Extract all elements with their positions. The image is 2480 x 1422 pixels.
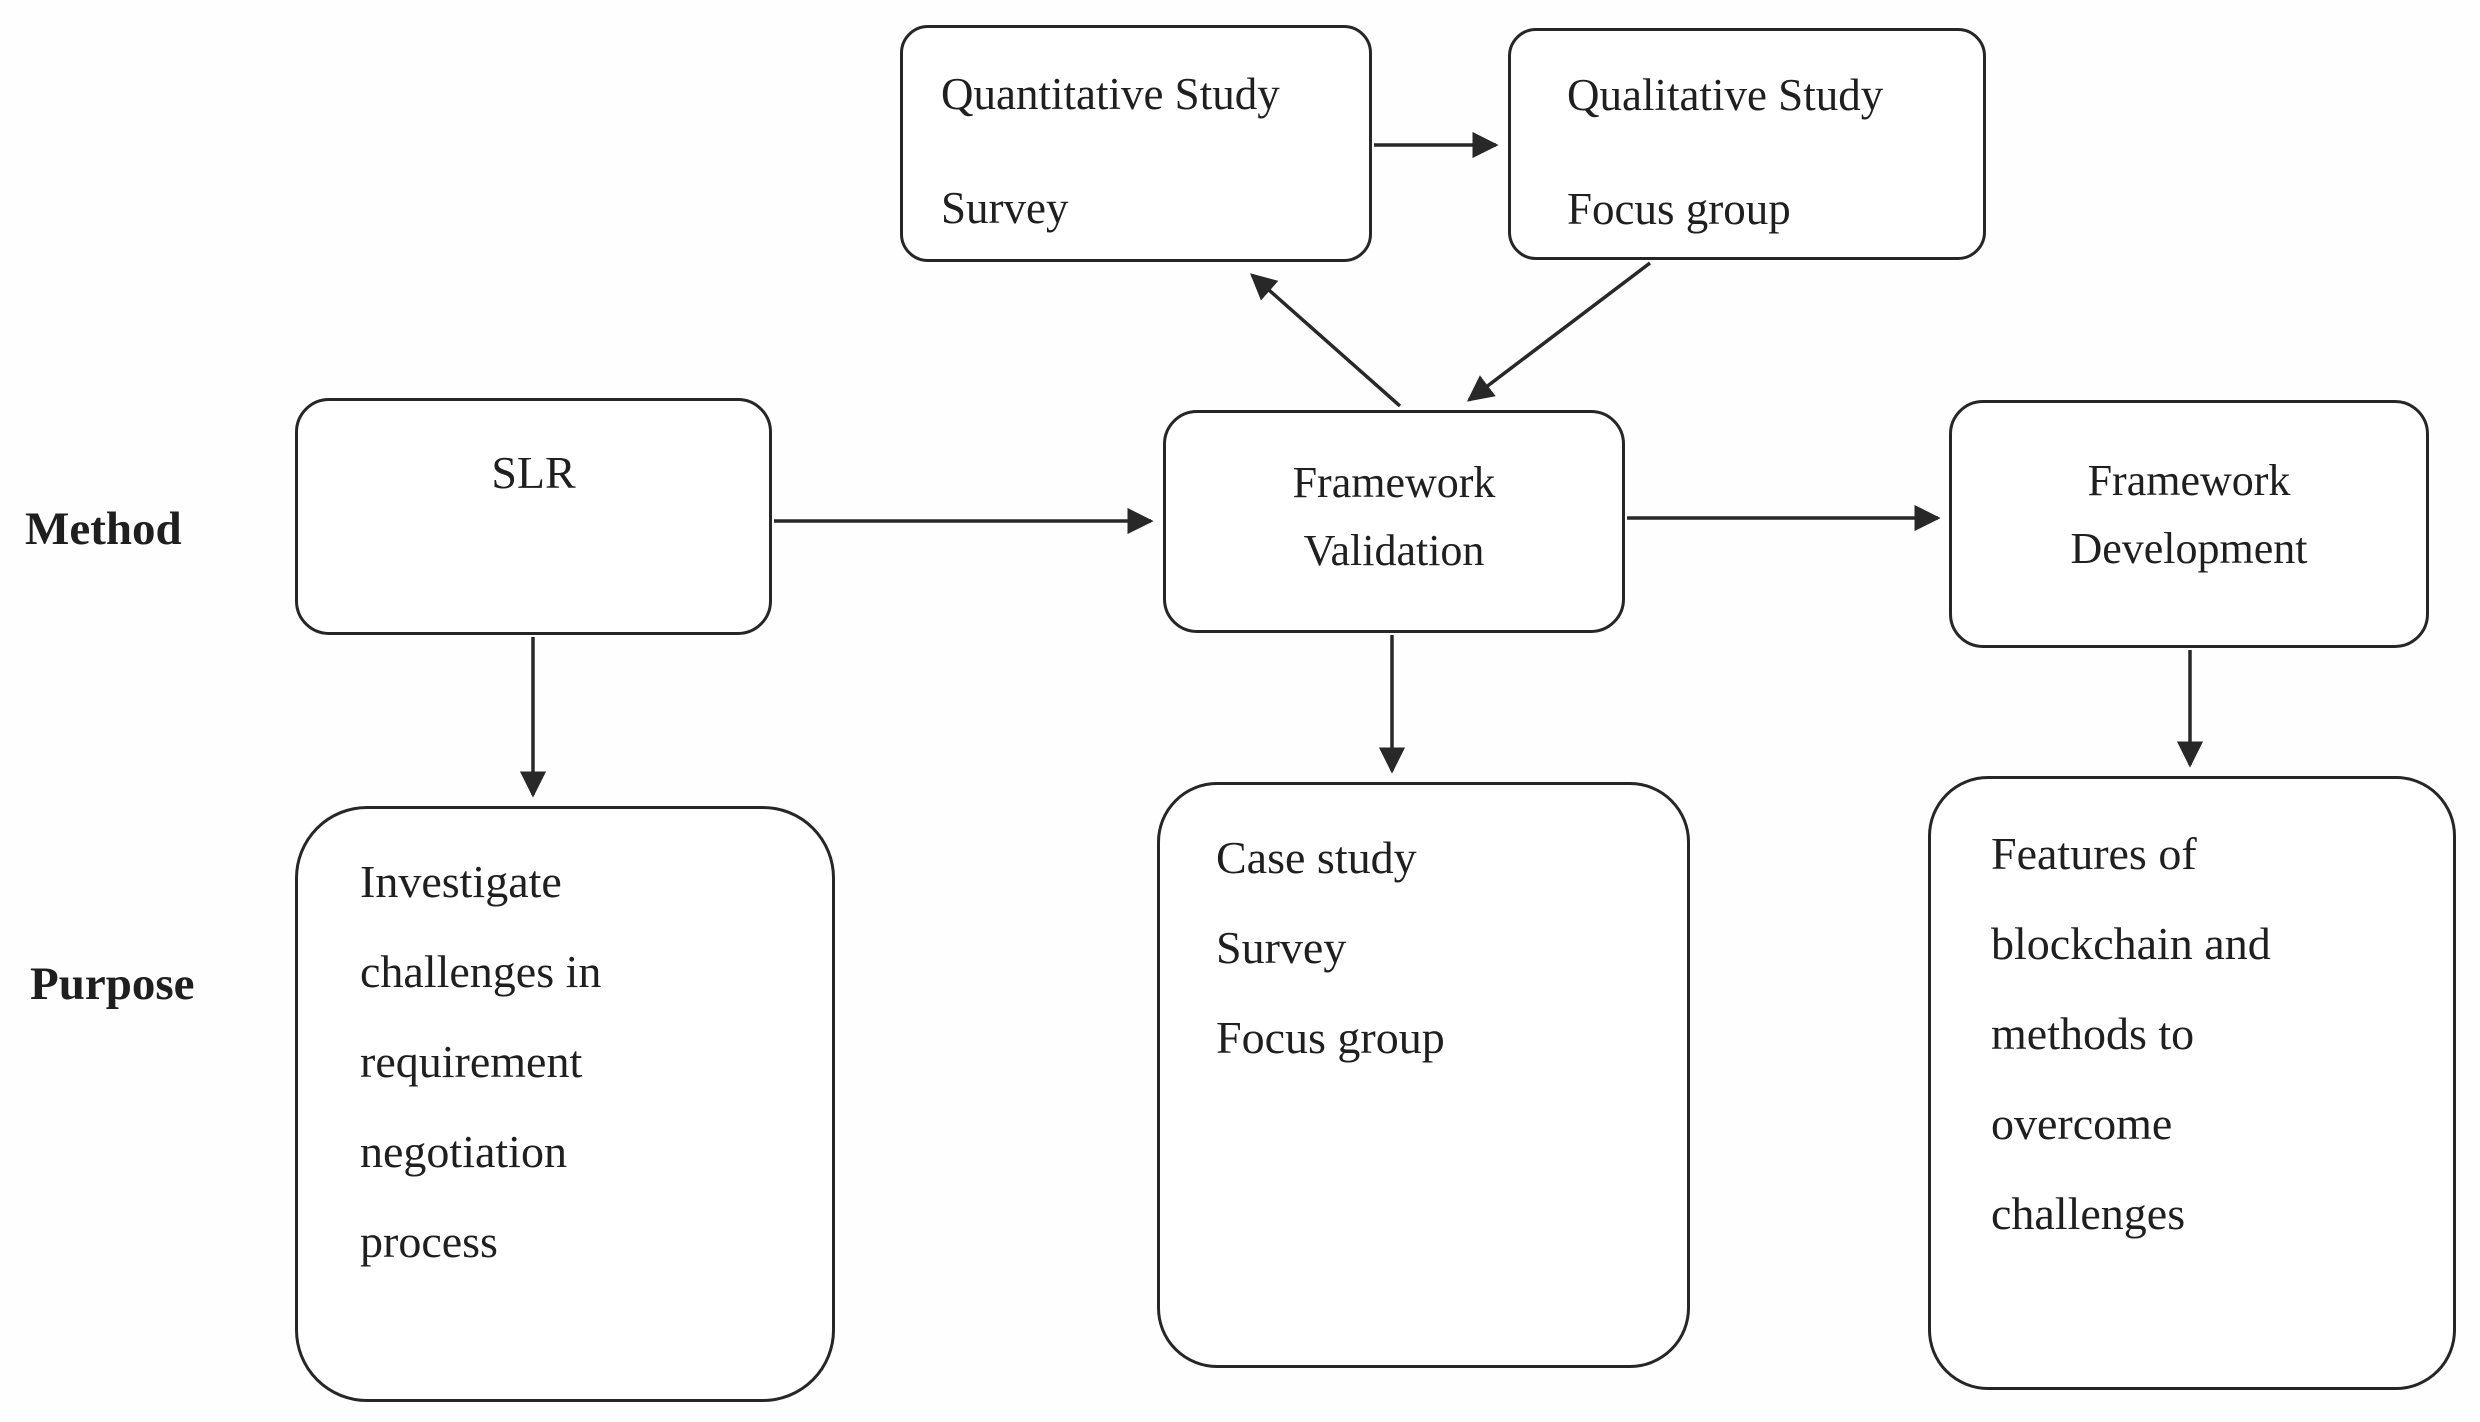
- development-purpose-line: overcome: [1991, 1098, 2173, 1149]
- slr-purpose-line: negotiation: [360, 1126, 567, 1177]
- slr-purpose-line: challenges in: [360, 946, 602, 997]
- slr-purpose-line: requirement: [360, 1036, 583, 1087]
- slr-purpose-line: process: [360, 1216, 498, 1267]
- framework-validation-line2: Validation: [1303, 526, 1485, 575]
- arrow-framework-validation-to-quantitative-study: [1250, 273, 1402, 408]
- validation-purpose-line: Case study: [1216, 832, 1417, 883]
- slr-title: SLR: [491, 447, 576, 498]
- quantitative-study-title: Quantitative Study: [941, 69, 1280, 119]
- validation-purpose-box: Case study Survey Focus group: [1157, 782, 1690, 1368]
- framework-development-line2: Development: [2070, 524, 2308, 573]
- method-row-label: Method: [25, 503, 182, 555]
- slr-purpose-line: Investigate: [360, 856, 562, 907]
- development-purpose-line: blockchain and: [1991, 918, 2271, 969]
- slr-box: SLR: [295, 398, 772, 635]
- validation-purpose-line: Focus group: [1216, 1012, 1445, 1063]
- purpose-row-label: Purpose: [30, 958, 195, 1010]
- quantitative-study-box: Quantitative Study Survey: [900, 25, 1372, 262]
- quantitative-study-method: Survey: [941, 183, 1069, 233]
- qualitative-study-method: Focus group: [1567, 184, 1791, 234]
- validation-purpose-line: Survey: [1216, 922, 1347, 973]
- framework-validation-box: Framework Validation: [1163, 410, 1625, 633]
- development-purpose-line: challenges: [1991, 1188, 2186, 1239]
- qualitative-study-box: Qualitative Study Focus group: [1508, 28, 1986, 260]
- development-purpose-box: Features of blockchain and methods to ov…: [1928, 776, 2456, 1390]
- framework-development-box: Framework Development: [1949, 400, 2429, 648]
- framework-validation-line1: Framework: [1292, 458, 1496, 507]
- framework-development-line1: Framework: [2087, 456, 2291, 505]
- arrow-qualitative-study-to-framework-validation: [1466, 261, 1652, 402]
- slr-purpose-box: Investigate challenges in requirement ne…: [295, 806, 835, 1402]
- development-purpose-line: Features of: [1991, 828, 2197, 879]
- development-purpose-line: methods to: [1991, 1008, 2195, 1059]
- qualitative-study-title: Qualitative Study: [1567, 70, 1884, 120]
